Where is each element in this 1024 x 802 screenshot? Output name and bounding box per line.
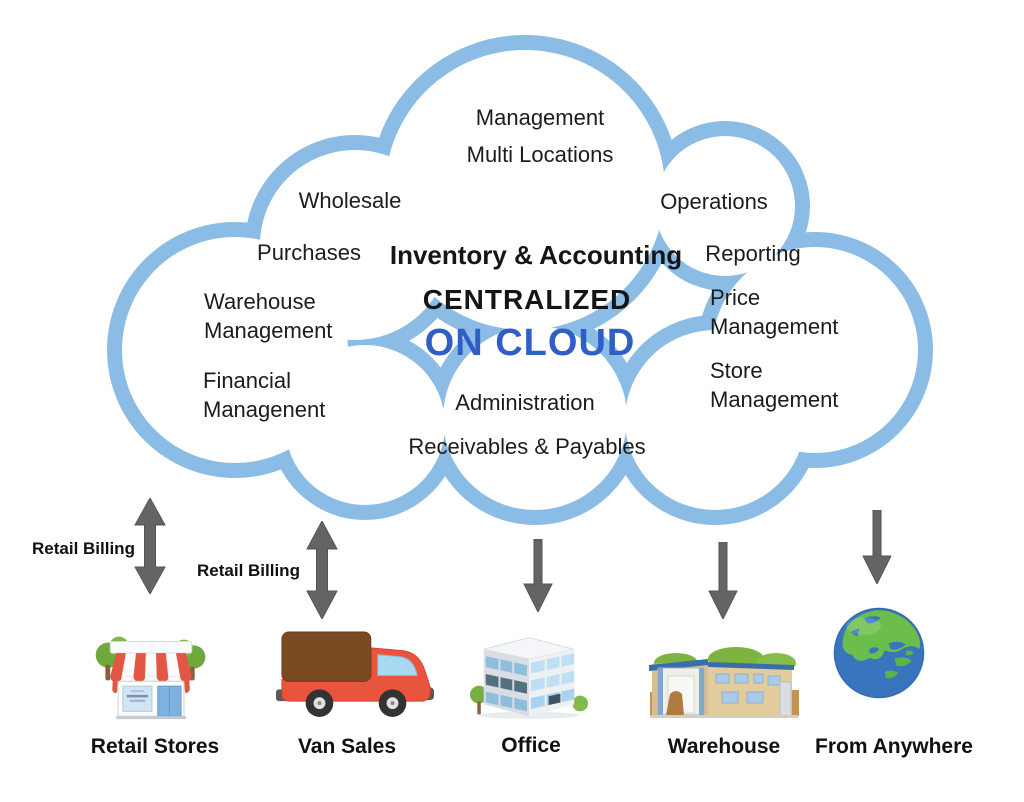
cloud-label-wholesale: Wholesale (298, 188, 402, 213)
down-arrow-from-anywhere-icon (862, 510, 892, 584)
cloud-label-operations: Operations (660, 189, 768, 214)
cloud-label-receivables-payables: Receivables & Payables (408, 434, 646, 459)
endpoint-label-van-sales: Van Sales (297, 735, 397, 758)
cloud-title-on-cloud: ON CLOUD (424, 322, 636, 364)
endpoint-label-warehouse: Warehouse (667, 735, 781, 758)
cloud-subtitle: Inventory & Accounting (389, 240, 683, 270)
cloud-label-administration: Administration (455, 390, 595, 415)
cloud-title-centralized: CENTRALIZED (422, 284, 632, 315)
office-building-icon (470, 637, 588, 719)
endpoint-label-office: Office (501, 734, 561, 757)
storefront-icon (95, 636, 206, 720)
down-arrow-office-icon (523, 539, 553, 612)
retail-billing-label-left: Retail Billing (32, 539, 135, 558)
delivery-truck-icon (276, 631, 434, 717)
double-arrow-retail-stores-icon (134, 498, 166, 594)
cloud-label-purchases: Purchases (257, 240, 361, 265)
globe-icon (833, 607, 925, 699)
cloud-shape (107, 35, 933, 525)
cloud-label-management: Management (475, 105, 605, 130)
retail-billing-label-right: Retail Billing (197, 561, 300, 580)
down-arrow-warehouse-icon (708, 542, 738, 619)
cloud-label-price-management: Price Management (710, 285, 839, 339)
cloud-label-warehouse-management: Warehouse Management (204, 289, 333, 343)
endpoint-label-from-anywhere: From Anywhere (815, 735, 973, 758)
double-arrow-van-sales-icon (306, 521, 338, 619)
endpoint-label-retail-stores: Retail Stores (90, 735, 220, 758)
cloud-label-financial-management: Financial Managenent (203, 368, 326, 422)
warehouse-building-icon (649, 647, 799, 718)
cloud-label-multi-locations: Multi Locations (466, 142, 614, 167)
cloud-label-store-management: Store Management (710, 358, 839, 412)
cloud-label-reporting: Reporting (705, 241, 801, 266)
